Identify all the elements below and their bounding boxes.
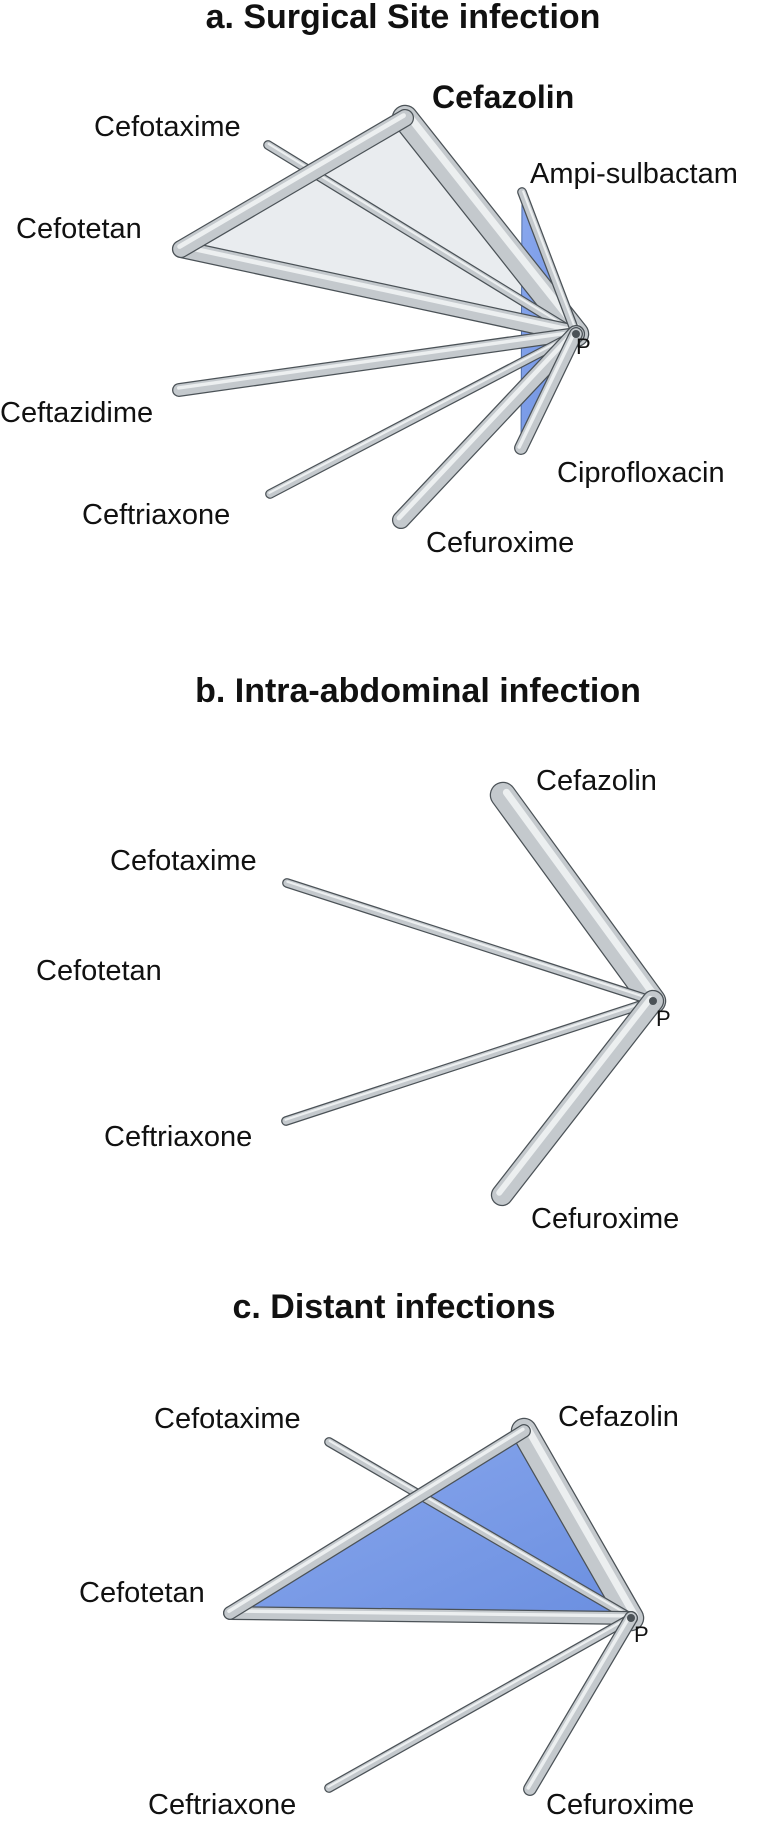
panel-a-hub-node	[572, 330, 580, 338]
panel-b-label-cefotetan: Cefotetan	[36, 955, 162, 987]
panel-a-edge-p-ceftazidime	[172, 327, 583, 397]
panel-c-label-cefotaxime: Cefotaxime	[154, 1403, 301, 1435]
panel-a-edge-p-cefazolin	[391, 104, 590, 348]
panel-a-label-cefuroxime: Cefuroxime	[426, 527, 574, 559]
panel-c-label-p: P	[634, 1622, 649, 1647]
panel-b-edge-p-cefazolin	[489, 781, 667, 1015]
panel-c-edge-cefazolin-cefotetan	[223, 1424, 531, 1620]
panel-b-edge-p-cefuroxime	[490, 989, 665, 1207]
panel-a-label-cefazolin: Cefazolin	[432, 79, 574, 115]
panel-b-hub-node	[649, 997, 657, 1005]
panel-c-hub-node	[627, 1614, 635, 1622]
panel-c-label-cefotetan: Cefotetan	[79, 1577, 205, 1609]
panel-a-title: a. Surgical Site infection	[206, 0, 601, 36]
panel-c-title: c. Distant infections	[232, 1288, 555, 1326]
panel-a-label-ampisulbactam: Ampi-sulbactam	[530, 158, 738, 190]
panel-a-label-ceftazidime: Ceftazidime	[0, 397, 153, 429]
panel-a-label-ciprofloxacin: Ciprofloxacin	[557, 457, 725, 489]
panel-c-edge-p-ceftriaxone	[324, 1613, 636, 1793]
panel-b-label-p: P	[656, 1006, 671, 1031]
panel-c-label-ceftriaxone: Ceftriaxone	[148, 1789, 296, 1821]
panel-a-edge-p-cefotetan	[171, 239, 586, 344]
panel-surgical-site-infection: a. Surgical Site infection Cefazolin Cef…	[0, 0, 738, 559]
panel-a-edge-p-ampisulbactam	[517, 187, 581, 339]
panel-b-label-cefazolin: Cefazolin	[536, 765, 657, 797]
panel-c-edge-p-cefotaxime	[324, 1437, 636, 1623]
panel-c-edge-p-cefotetan	[223, 1606, 638, 1625]
panel-b-label-ceftriaxone: Ceftriaxone	[104, 1121, 252, 1153]
panel-a-label-p: P	[576, 334, 591, 359]
panel-distant-infections: c. Distant infections Cefazolin Cefotaxi…	[79, 1288, 694, 1821]
panel-b-edge-p-cefotaxime	[282, 878, 658, 1006]
panel-intra-abdominal-infection: b. Intra-abdominal infection Cefazolin C…	[36, 672, 679, 1235]
panel-c-label-cefazolin: Cefazolin	[558, 1401, 679, 1433]
panel-b-label-cefuroxime: Cefuroxime	[531, 1203, 679, 1235]
panel-c-edge-p-cefuroxime	[523, 1611, 638, 1796]
panel-a-edge-p-ceftriaxone	[265, 329, 581, 499]
panel-b-edge-p-ceftriaxone	[281, 996, 658, 1126]
panel-c-label-cefuroxime: Cefuroxime	[546, 1789, 694, 1821]
panel-a-edge-cefazolin-cefotetan	[171, 108, 415, 259]
panel-a-edge-p-cefuroxime	[391, 324, 586, 530]
panel-c-edge-p-cefazolin	[510, 1417, 645, 1632]
panel-b-title: b. Intra-abdominal infection	[195, 672, 641, 710]
panel-a-edge-p-ciprofloxacin	[514, 327, 583, 455]
panel-a-label-cefotetan: Cefotetan	[16, 213, 142, 245]
panel-a-label-ceftriaxone: Ceftriaxone	[82, 499, 230, 531]
panel-b-label-cefotaxime: Cefotaxime	[110, 845, 257, 877]
panel-a-label-cefotaxime: Cefotaxime	[94, 111, 241, 143]
